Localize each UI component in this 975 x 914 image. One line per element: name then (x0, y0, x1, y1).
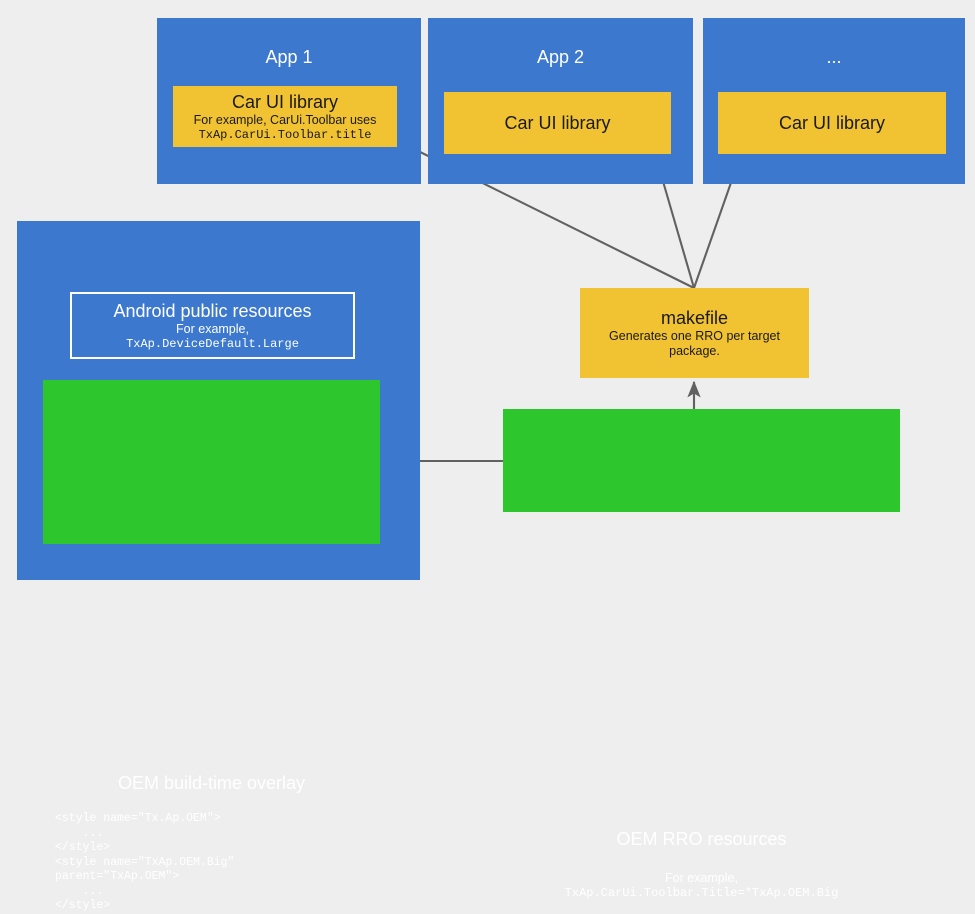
app2-card-title: Car UI library (504, 113, 611, 133)
app2-title: App 2 (536, 47, 585, 67)
oem-rro-resources-detail: For example, TxAp.CarUi.Toolbar.Title=*T… (503, 871, 900, 901)
android-public-resources-subtitle: For example, (176, 321, 249, 336)
oem-rro-resources-title: OEM RRO resources (616, 829, 787, 849)
app3-car-ui-library-card: Car UI library (718, 92, 946, 154)
app1-card-title: Car UI library (231, 91, 338, 112)
makefile-card: makefile Generates one RRO per target pa… (580, 288, 809, 378)
oem-rro-resources-subtitle: For example, (665, 871, 738, 885)
app1-title: App 1 (265, 47, 313, 67)
app1-card-code: TxAp.CarUi.Toolbar.title (198, 127, 372, 142)
android-public-resources-card: Android public resources For example, Tx… (70, 292, 355, 359)
makefile-subtitle: Generates one RRO per target package. (609, 329, 780, 358)
app1-card-subtitle: For example, CarUi.Toolbar uses (193, 112, 377, 127)
android-public-resources-code: TxAp.DeviceDefault.Large (126, 336, 299, 351)
oem-build-time-overlay-title: OEM build-time overlay (117, 773, 306, 793)
app1-car-ui-library-card: Car UI library For example, CarUi.Toolba… (173, 86, 397, 147)
android-public-resources-title: Android public resources (113, 300, 312, 321)
oem-rro-resources-card: OEM RRO resources For example, TxAp.CarU… (503, 409, 900, 900)
app2-car-ui-library-card: Car UI library (444, 92, 671, 154)
makefile-title: makefile (660, 308, 729, 328)
oem-build-time-overlay-code: <style name="Tx.Ap.OEM"> ... </style> <s… (55, 812, 235, 912)
app3-title: ... (826, 47, 842, 67)
oem-build-time-overlay-card: OEM build-time overlay <style name="Tx.A… (43, 380, 380, 912)
app3-card-title: Car UI library (778, 113, 885, 133)
oem-rro-resources-code: TxAp.CarUi.Toolbar.Title=*TxAp.OEM.Big (564, 886, 839, 900)
